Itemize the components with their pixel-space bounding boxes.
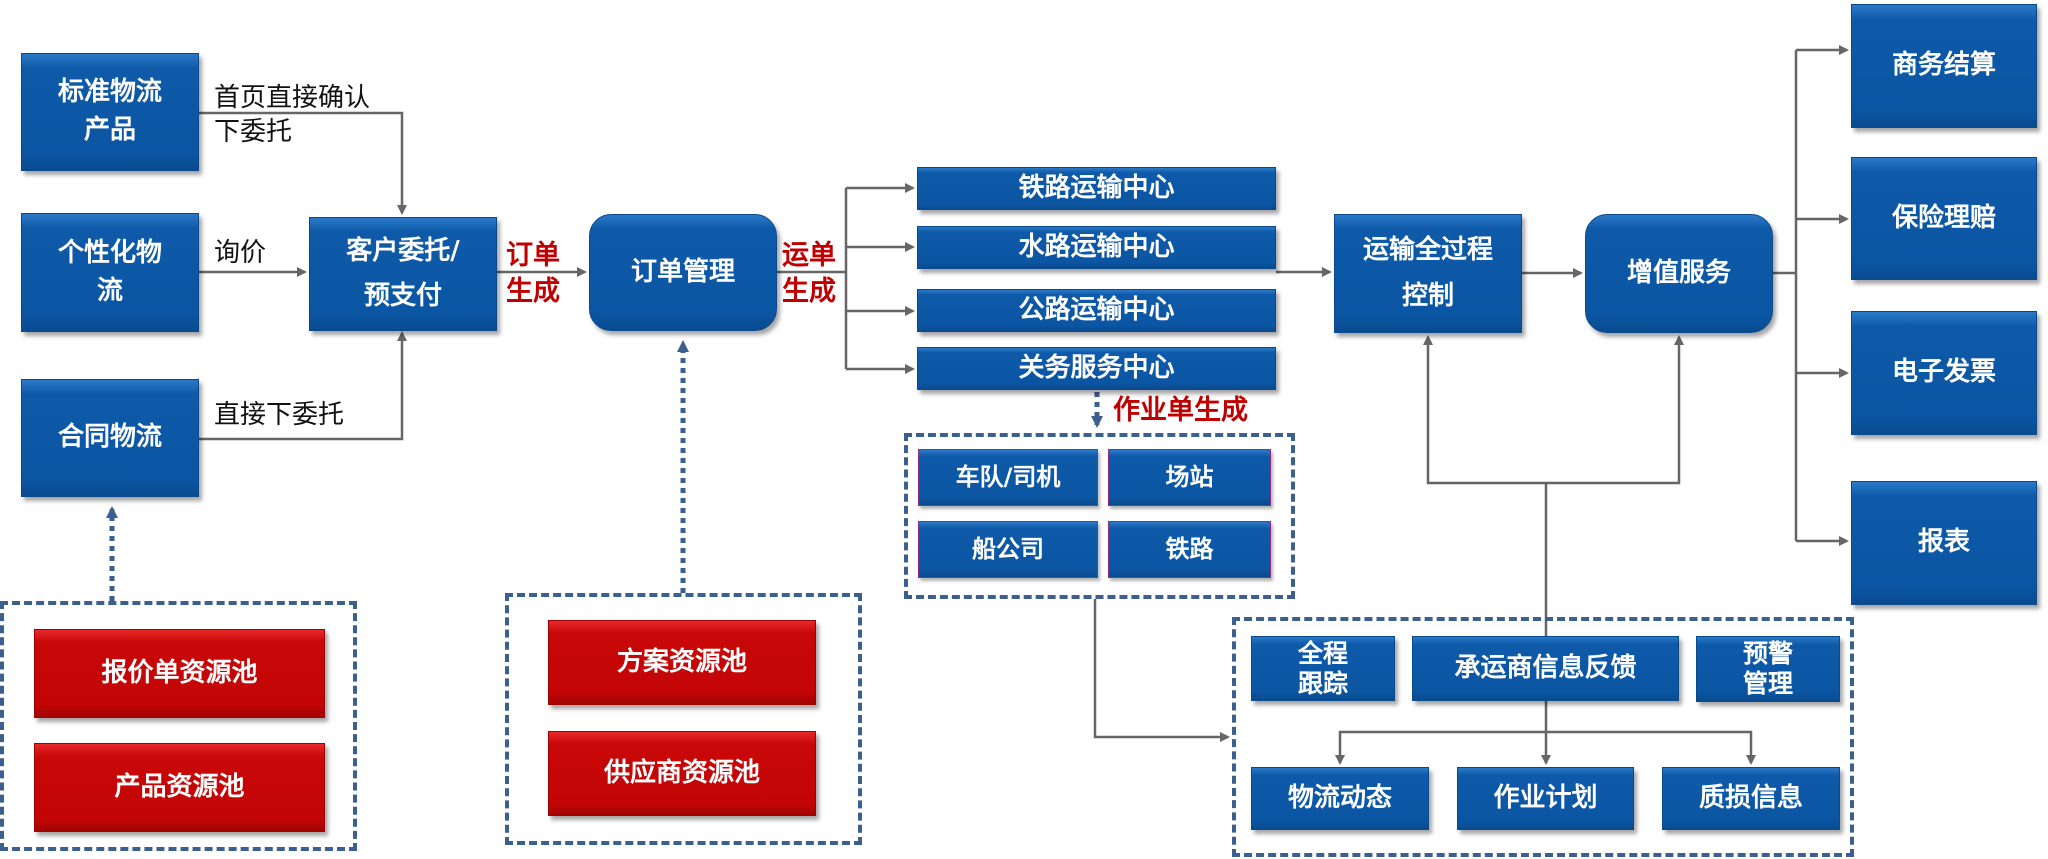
edge-feedback-left [1335, 730, 1546, 765]
node-value-added-service[interactable]: 增值服务 [1585, 214, 1773, 333]
node-solution-pool[interactable]: 方案资源池 [548, 620, 816, 705]
edge-label-homepage-confirm: 首页直接确认 下委托 [214, 83, 371, 147]
edge-label-waybill-generated: 运单 生成 [782, 240, 836, 307]
edge-resources-to-monitoring [1093, 599, 1230, 742]
node-electronic-invoice[interactable]: 电子发票 [1851, 311, 2037, 435]
edge-label-direct-entrust: 直接下委托 [214, 400, 345, 430]
node-fleet-driver[interactable]: 车队/司机 [918, 449, 1098, 506]
operation-resources-group [904, 433, 1295, 599]
node-customer-entrust[interactable]: 客户委托/ 预支付 [309, 217, 497, 331]
node-quotation-pool[interactable]: 报价单资源池 [34, 629, 325, 718]
edge-feedback-to-value [1546, 335, 1684, 485]
node-business-settlement[interactable]: 商务结算 [1851, 4, 2037, 128]
node-supplier-pool[interactable]: 供应商资源池 [548, 731, 816, 816]
node-full-tracking[interactable]: 全程 跟踪 [1251, 636, 1395, 701]
node-order-management[interactable]: 订单管理 [589, 214, 777, 331]
node-alert-management[interactable]: 预警 管理 [1696, 636, 1840, 702]
node-yard-station[interactable]: 场站 [1108, 449, 1271, 506]
monitoring-group [1232, 617, 1854, 857]
edge-label-order-generated: 订单 生成 [506, 240, 560, 307]
node-carrier-feedback[interactable]: 承运商信息反馈 [1412, 636, 1679, 701]
node-water-transport-center[interactable]: 水路运输中心 [917, 226, 1276, 269]
edge-label-inquiry: 询价 [214, 238, 267, 268]
node-standard-logistics[interactable]: 标准物流 产品 [21, 53, 199, 171]
node-road-transport-center[interactable]: 公路运输中心 [917, 289, 1276, 332]
node-logistics-dynamics[interactable]: 物流动态 [1251, 767, 1429, 830]
node-transport-process-control[interactable]: 运输全过程 控制 [1334, 214, 1522, 333]
middle-resource-pool-group [505, 593, 862, 845]
node-product-pool[interactable]: 产品资源池 [34, 743, 325, 832]
node-contract-logistics[interactable]: 合同物流 [21, 379, 199, 497]
node-operation-plan[interactable]: 作业计划 [1457, 767, 1634, 830]
node-custom-logistics[interactable]: 个性化物 流 [21, 213, 199, 332]
node-reports[interactable]: 报表 [1851, 481, 2037, 605]
edge-standard-to-entrust [199, 111, 407, 215]
edge-feedback-right [1546, 730, 1756, 765]
node-insurance-claims[interactable]: 保险理赔 [1851, 157, 2037, 280]
edge-label-work-order-generated: 作业单生成 [1113, 395, 1248, 426]
edge-contract-to-entrust [199, 331, 407, 441]
edge-feedback-to-control [1423, 335, 1546, 485]
node-shipping-company[interactable]: 船公司 [918, 521, 1098, 578]
left-resource-pool-group [0, 601, 357, 851]
node-railway[interactable]: 铁路 [1108, 521, 1271, 578]
node-customs-service-center[interactable]: 关务服务中心 [917, 347, 1276, 390]
node-damage-info[interactable]: 质损信息 [1662, 767, 1840, 830]
node-rail-transport-center[interactable]: 铁路运输中心 [917, 167, 1276, 210]
